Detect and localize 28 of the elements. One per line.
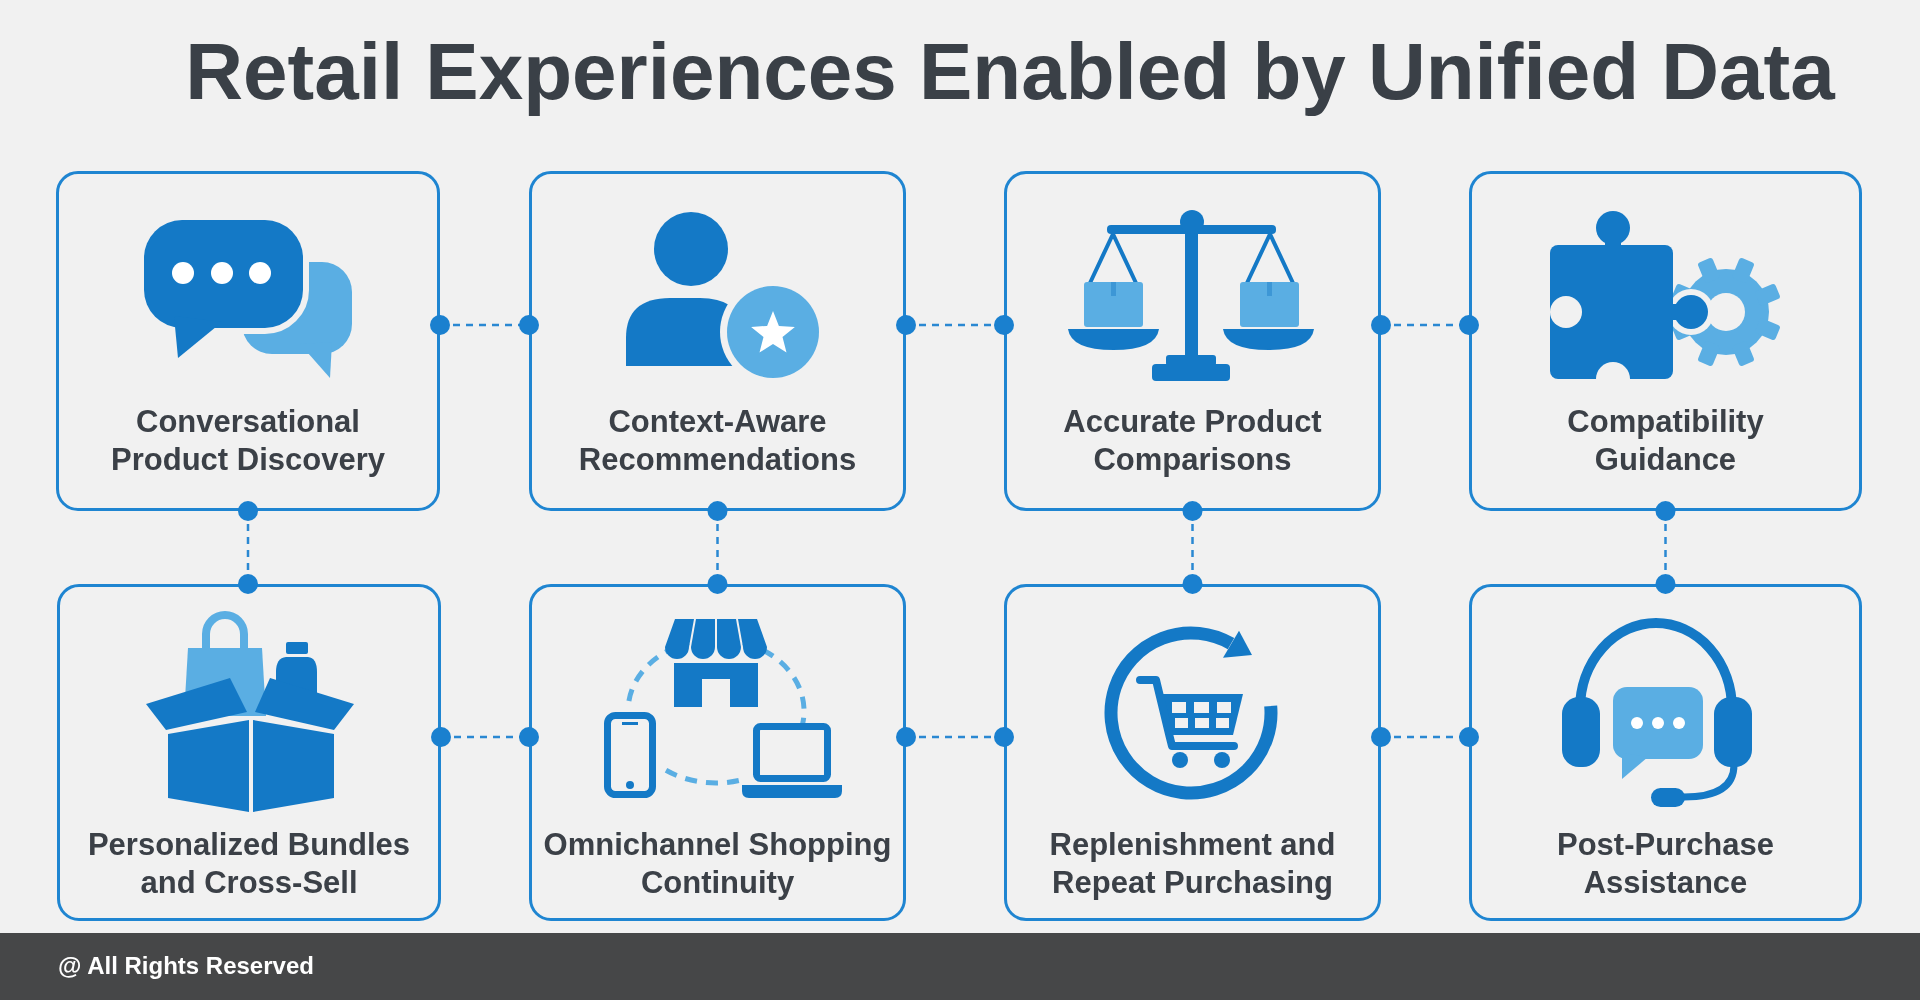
dotted-connector bbox=[707, 501, 728, 594]
dotted-connector bbox=[1182, 501, 1203, 594]
dotted-connector bbox=[1371, 727, 1479, 747]
card-title: Replenishment and Repeat Purchasing bbox=[1048, 826, 1337, 902]
card-title: Compatibility Guidance bbox=[1566, 403, 1765, 479]
dotted-connector bbox=[238, 501, 258, 594]
feature-card bbox=[1004, 584, 1381, 921]
dotted-connector bbox=[1655, 501, 1676, 594]
feature-card bbox=[529, 171, 906, 511]
dotted-connector bbox=[896, 315, 1014, 335]
card-title: Post-Purchase Assistance bbox=[1555, 826, 1776, 902]
card-title: Conversational Product Discovery bbox=[110, 403, 386, 479]
card-title: Accurate Product Comparisons bbox=[1062, 403, 1323, 479]
feature-card bbox=[1469, 171, 1862, 511]
dotted-connector bbox=[431, 727, 539, 747]
feature-card bbox=[57, 584, 441, 921]
card-title: Personalized Bundles and Cross-Sell bbox=[86, 826, 412, 902]
card-title: Context-Aware Recommendations bbox=[577, 403, 858, 479]
feature-card bbox=[529, 584, 906, 921]
dotted-connector bbox=[430, 315, 539, 335]
dotted-connector bbox=[1371, 315, 1479, 335]
feature-card bbox=[1469, 584, 1862, 921]
copyright-text: @ All Rights Reserved bbox=[58, 951, 314, 981]
card-title: Omnichannel Shopping Continuity bbox=[542, 826, 893, 902]
feature-card bbox=[1004, 171, 1381, 511]
feature-card bbox=[56, 171, 440, 511]
title: Retail Experiences Enabled by Unified Data bbox=[184, 26, 1837, 118]
dotted-connector bbox=[896, 727, 1014, 747]
